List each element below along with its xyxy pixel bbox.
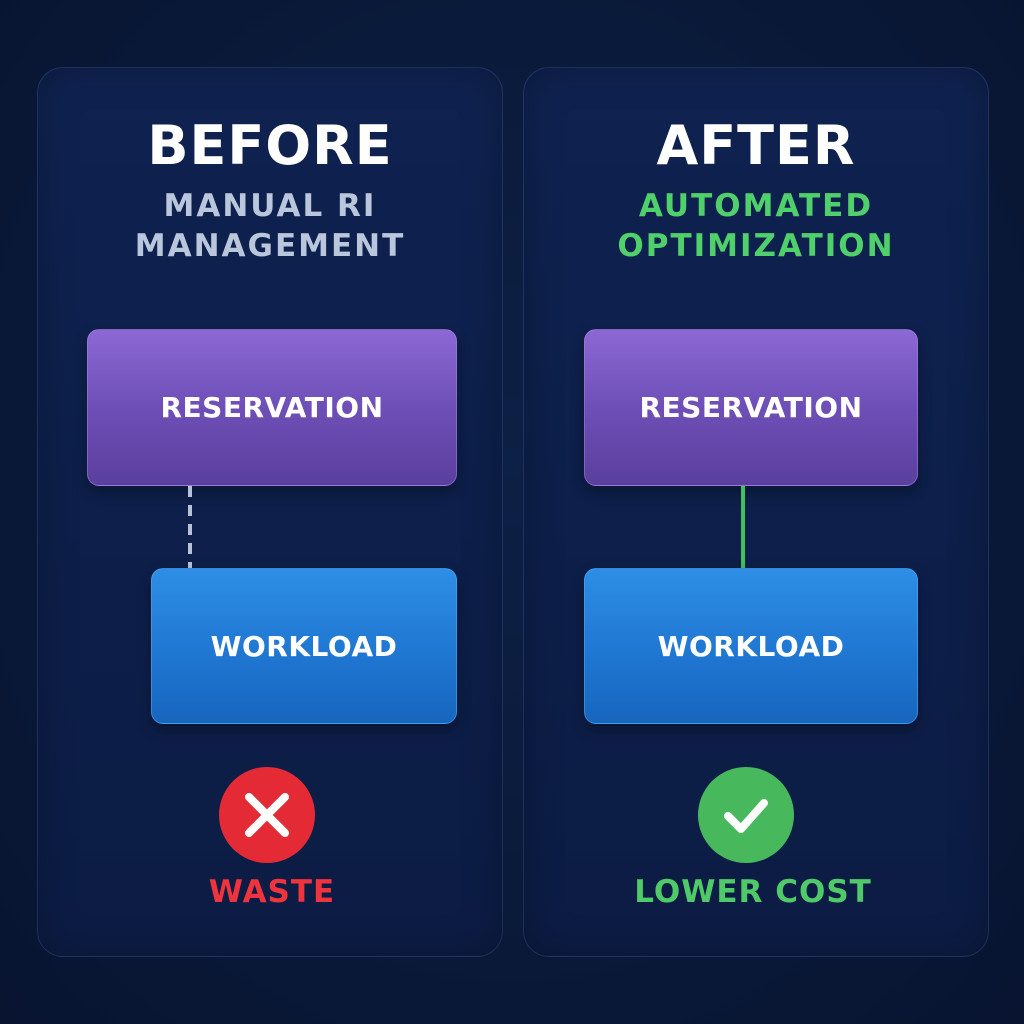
- lower-cost-label: LOWER COST: [634, 874, 872, 910]
- before-workload-box: WORKLOAD: [151, 568, 457, 724]
- before-subtitle-line1: MANUAL RI: [163, 188, 377, 224]
- check-icon: [698, 767, 794, 863]
- after-workload-box: WORKLOAD: [584, 568, 918, 724]
- after-panel: AFTER AUTOMATED OPTIMIZATION RESERVATION…: [523, 67, 989, 957]
- before-reservation-label: RESERVATION: [160, 391, 384, 424]
- after-subtitle-line2: OPTIMIZATION: [617, 228, 895, 264]
- before-subtitle-line2: MANAGEMENT: [134, 228, 406, 264]
- before-dashed-connector: [188, 486, 192, 568]
- after-title: AFTER: [656, 114, 856, 177]
- x-icon: [219, 767, 315, 863]
- after-reservation-box: RESERVATION: [584, 329, 918, 486]
- before-panel: BEFORE MANUAL RI MANAGEMENT RESERVATION …: [37, 67, 503, 957]
- before-workload-label: WORKLOAD: [210, 629, 398, 663]
- after-solid-connector: [741, 486, 745, 568]
- after-subtitle: AUTOMATED OPTIMIZATION: [524, 186, 988, 266]
- before-reservation-box: RESERVATION: [87, 329, 457, 486]
- after-subtitle-line1: AUTOMATED: [638, 188, 874, 224]
- after-reservation-label: RESERVATION: [639, 391, 863, 424]
- waste-label: WASTE: [208, 874, 336, 910]
- before-title: BEFORE: [147, 114, 393, 177]
- after-workload-label: WORKLOAD: [657, 629, 845, 663]
- before-subtitle: MANUAL RI MANAGEMENT: [38, 186, 502, 266]
